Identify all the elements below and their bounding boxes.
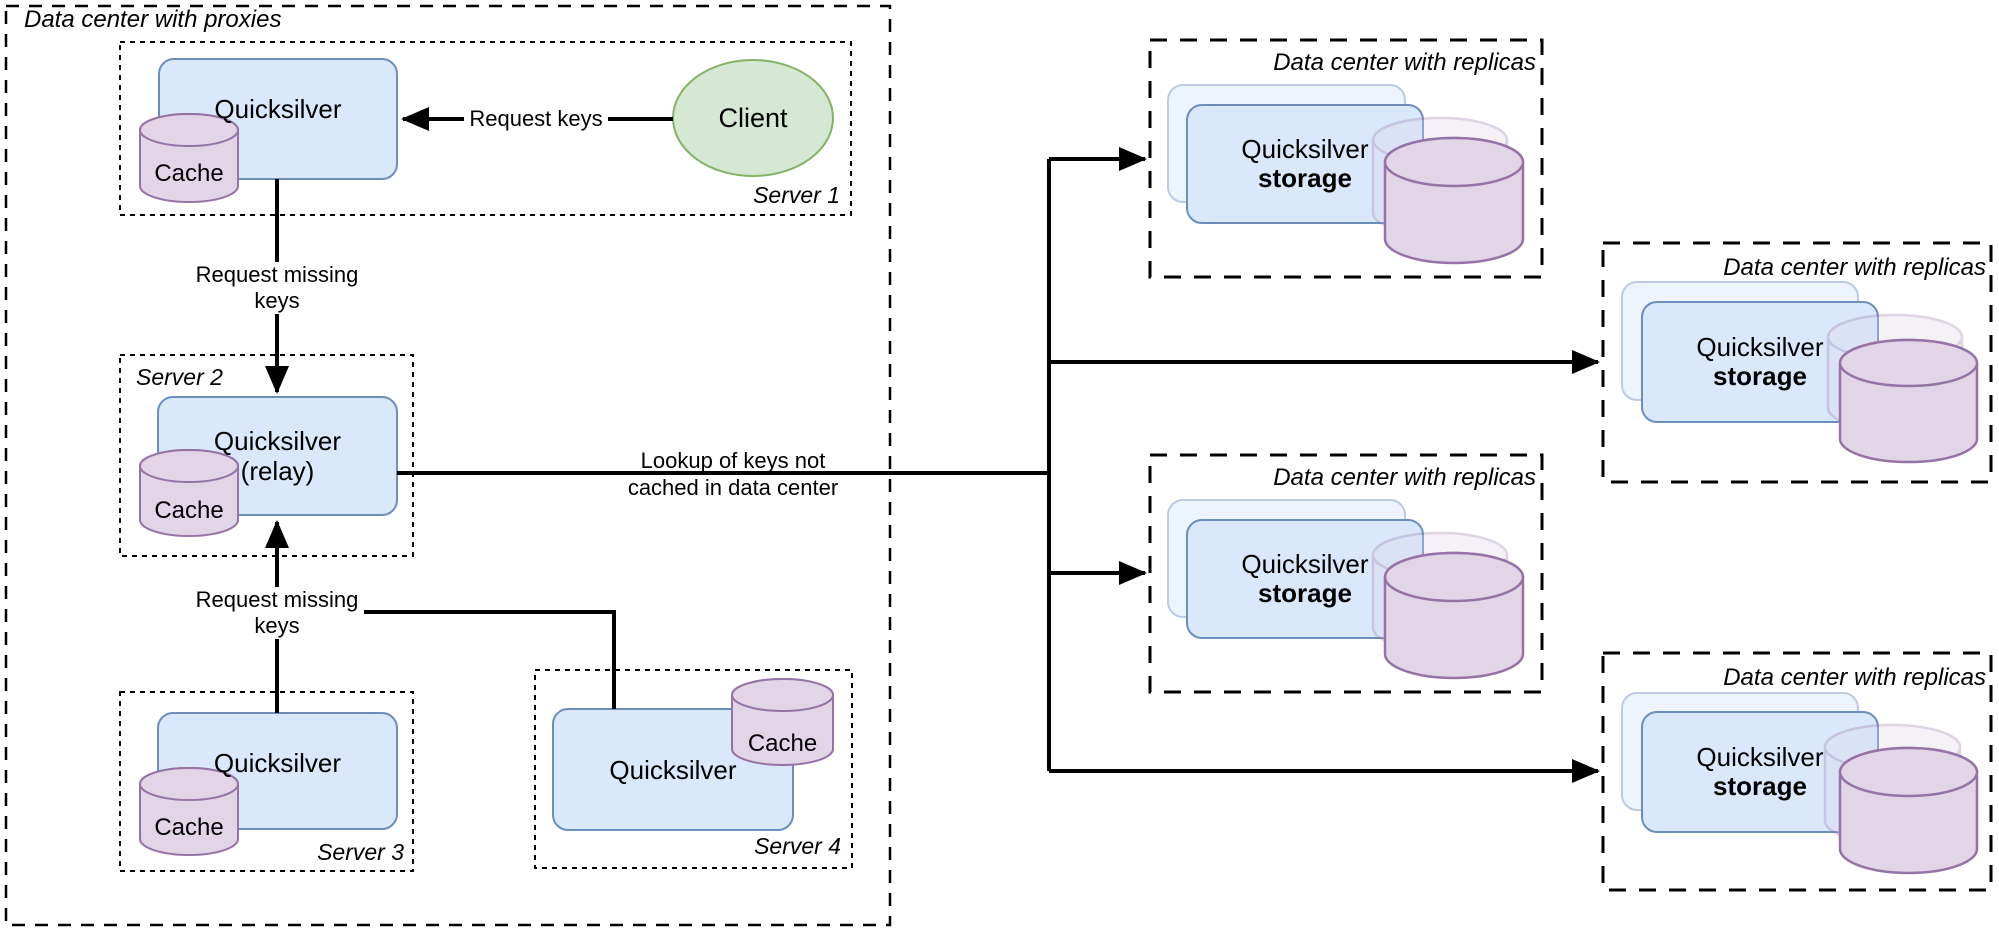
quicksilver-storage-label-3: Quicksilver storage: [1241, 549, 1369, 608]
storage-cylinder-4: [1838, 746, 1979, 875]
cache-label-server1: Cache: [154, 160, 224, 187]
replica-datacenter-4-title: Data center with replicas: [1723, 664, 1986, 691]
quicksilver-storage-label-4: Quicksilver storage: [1696, 742, 1824, 801]
replica-datacenter-2-box: [1601, 241, 1993, 484]
request-missing-keys-label-2: Request missing keys: [190, 587, 364, 639]
edges-layer: [265, 107, 1600, 783]
cache-label-server4: Cache: [747, 730, 818, 757]
quicksilver-label-server3: Quicksilver: [213, 748, 342, 778]
cache-cylinder-server4: [731, 678, 834, 766]
replica-4-stack: [1621, 692, 1979, 875]
server3-name: Server 3: [317, 839, 404, 865]
cache-cylinder-server1: [139, 113, 239, 203]
replica-datacenter-1-title: Data center with replicas: [1273, 49, 1536, 76]
cache-label-server2: Cache: [154, 497, 224, 524]
cache-cylinder-server2: [139, 449, 239, 537]
cache-label-server3: Cache: [154, 814, 224, 841]
quicksilver-storage-label-2: Quicksilver storage: [1696, 332, 1824, 391]
lookup-keys-label: Lookup of keys not cached in data center: [627, 448, 839, 500]
cache-cylinder-server3: [139, 767, 239, 856]
replica-datacenter-3-title: Data center with replicas: [1273, 464, 1536, 491]
replica-3-stack: [1167, 499, 1525, 680]
edge-server4-to-server2: [278, 610, 616, 709]
server4-name: Server 4: [754, 833, 841, 859]
replica-datacenter-3-box: [1148, 453, 1544, 694]
storage-cylinder-3: [1383, 551, 1525, 680]
quicksilver-storage-label-1: Quicksilver storage: [1241, 134, 1369, 193]
server1-name: Server 1: [753, 182, 840, 208]
client-label: Client: [718, 103, 788, 133]
storage-cylinder-2: [1838, 338, 1979, 464]
replica-datacenter-4-box: [1601, 651, 1993, 892]
quicksilver-relay-label-server2: Quicksilver (relay): [213, 426, 342, 486]
request-missing-keys-label-1: Request missing keys: [190, 262, 364, 314]
quicksilver-label-server4: Quicksilver: [609, 754, 737, 785]
replica-2-stack: [1621, 281, 1979, 464]
replica-datacenter-2-title: Data center with replicas: [1723, 254, 1986, 281]
quicksilver-label-server1: Quicksilver: [214, 94, 342, 124]
storage-cylinder-1: [1383, 136, 1525, 265]
proxies-datacenter-box: [4, 4, 892, 927]
server3-box: [119, 691, 414, 872]
proxies-datacenter-title: Data center with proxies: [24, 6, 282, 33]
replica-1-stack: [1167, 84, 1525, 265]
replica-datacenter-1-box: [1148, 38, 1544, 279]
request-keys-label: Request keys: [464, 106, 608, 132]
server2-name: Server 2: [136, 364, 223, 390]
server1-box: [119, 41, 852, 216]
server2-box: [119, 354, 414, 557]
server4-box: [534, 669, 853, 869]
